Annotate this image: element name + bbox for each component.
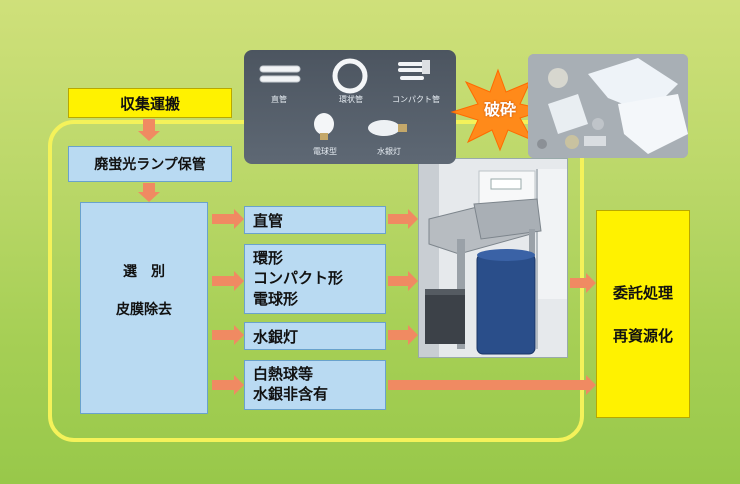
bulb-lamp-icon	[314, 113, 334, 140]
category-mercury: 水銀灯	[244, 322, 386, 350]
ring-lamp-icon	[332, 58, 368, 94]
crush-label: 破砕	[483, 100, 516, 119]
outcome-label-1: 委託処理	[612, 284, 673, 302]
arrow-to-compact	[212, 271, 244, 291]
storage-label: 廃蛍光ランプ保管	[94, 157, 206, 173]
straight-tube-icon	[259, 65, 301, 83]
lamp-types-panel: 直管 環状管 コンパクト管 電球型 水銀灯	[244, 50, 456, 164]
outcome-box: 委託処理 再資源化	[596, 210, 690, 418]
compact-lamp-icon	[398, 60, 430, 80]
category-incandescent-line-2: 水銀非含有	[253, 385, 329, 404]
mercury-lamp-icon	[368, 120, 407, 136]
arrow-collection-to-storage	[138, 119, 160, 141]
lamp-bulb-label: 電球型	[313, 147, 337, 156]
arrow-compact-to-machine	[388, 271, 418, 291]
category-incandescent: 白熱球等 水銀非含有	[244, 360, 386, 410]
arrow-incandescent-to-outcome	[388, 375, 596, 395]
crush-burst-icon	[450, 68, 548, 152]
sorting-label-1: 選 別	[123, 264, 165, 280]
category-compact-line-3: 電球形	[253, 289, 299, 308]
sorting-label-2: 皮膜除去	[116, 302, 172, 318]
arrow-straight-to-machine	[388, 209, 418, 229]
category-straight: 直管	[244, 206, 386, 234]
arrow-storage-to-sorting	[138, 183, 160, 202]
lamp-compact-label: コンパクト管	[392, 95, 440, 104]
crushing-machine-photo	[418, 158, 568, 358]
crushed-material-photo	[528, 54, 688, 158]
arrow-to-mercury	[212, 325, 244, 345]
arrow-to-straight	[212, 209, 244, 229]
lamp-mercury-label: 水銀灯	[377, 147, 401, 156]
sorting-box: 選 別 皮膜除去	[80, 202, 208, 414]
outcome-label-2: 再資源化	[612, 327, 673, 345]
arrow-machine-to-outcome	[570, 273, 596, 293]
lamp-ring-label: 環状管	[339, 95, 363, 104]
category-ring-compact-bulb: 環形 コンパクト形 電球形	[244, 244, 386, 314]
arrow-to-incandescent	[212, 375, 244, 395]
lamp-straight-label: 直管	[271, 95, 287, 104]
category-incandescent-line-1: 白熱球等	[253, 365, 314, 383]
category-compact-line-1: 環形	[253, 249, 284, 267]
category-straight-line-1: 直管	[253, 212, 284, 230]
collection-label: 収集運搬	[119, 94, 180, 113]
storage-box: 廃蛍光ランプ保管	[68, 146, 232, 182]
arrow-mercury-to-machine	[388, 325, 418, 345]
category-compact-line-2: コンパクト形	[253, 269, 344, 288]
collection-box: 収集運搬	[68, 88, 232, 118]
category-mercury-line-1: 水銀灯	[253, 328, 299, 346]
